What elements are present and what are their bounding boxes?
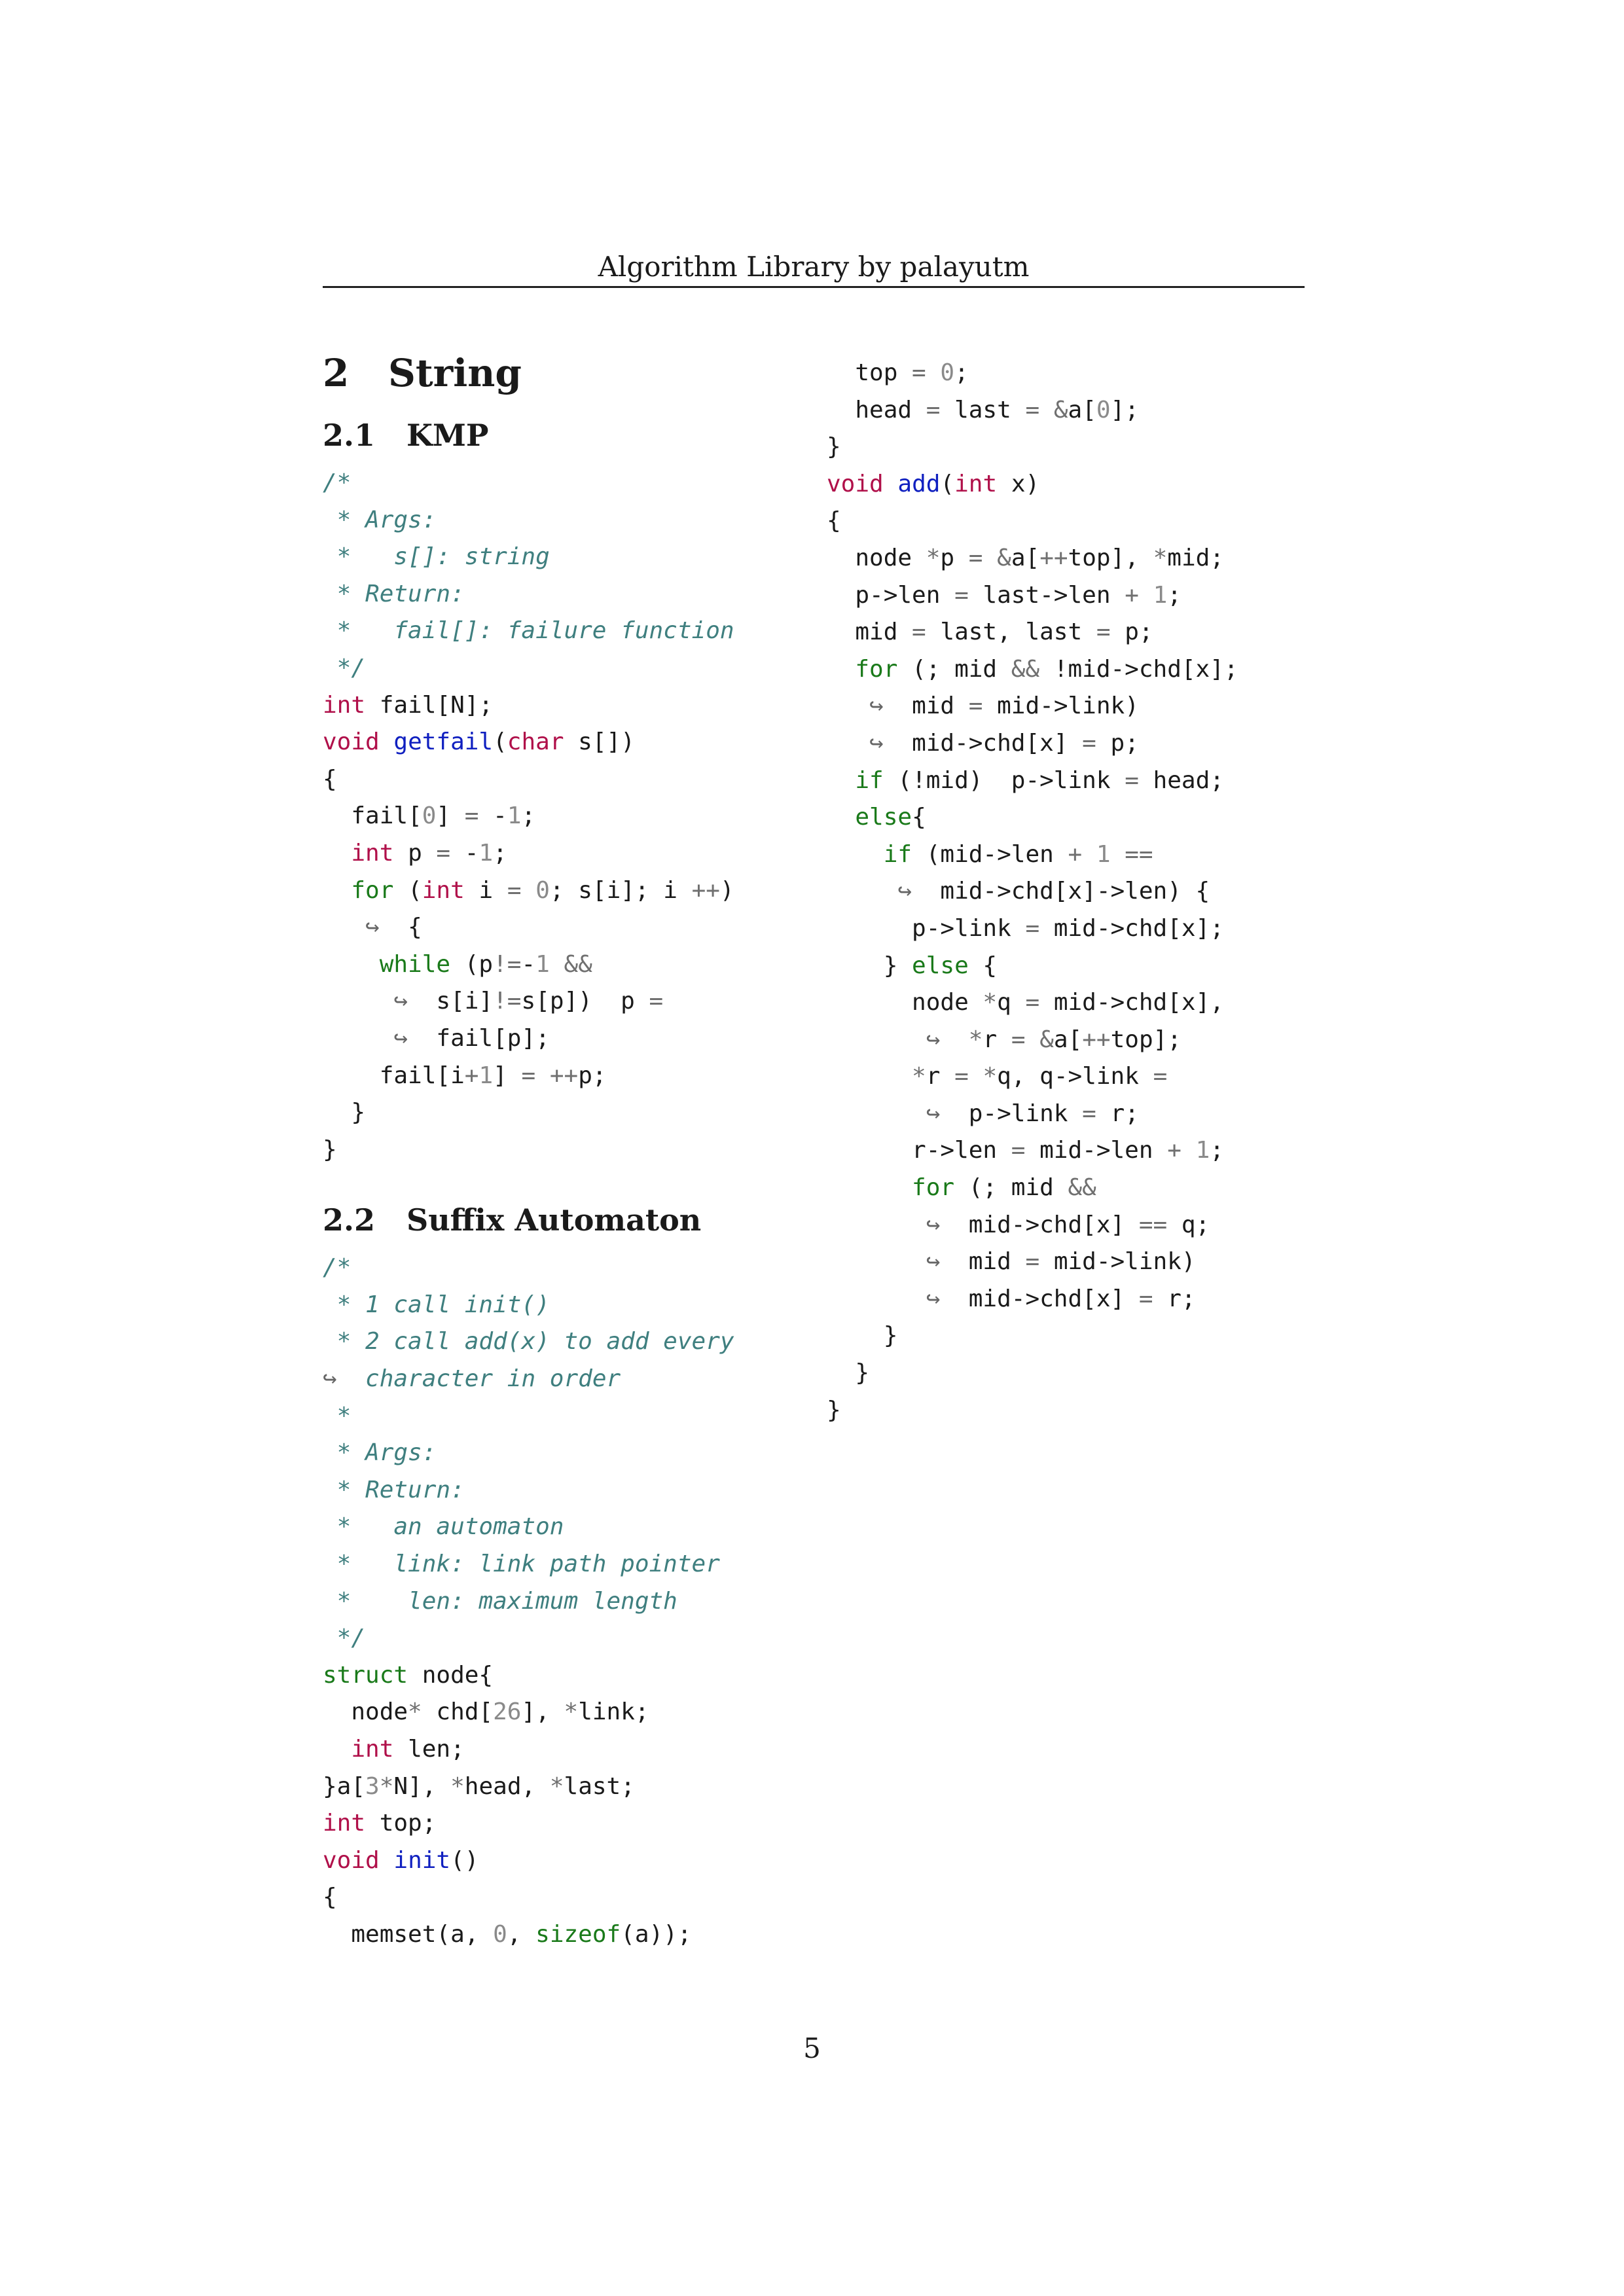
code-block-kmp: /* * Args: * s[]: string * Return: * fai… <box>323 469 734 1163</box>
section-title: String <box>388 351 522 395</box>
subsection-title: KMP <box>406 418 489 453</box>
section-heading: 2 String <box>323 340 820 406</box>
subsection-title: Suffix Automaton <box>406 1202 702 1238</box>
header-rule <box>323 286 1305 288</box>
subsection-number: 2.1 <box>323 418 376 453</box>
left-column: 2 String 2.1 KMP /* * Args: * s[]: string … <box>323 340 820 1954</box>
subsection-heading-sam: 2.2 Suffix Automaton <box>323 1191 820 1249</box>
subsection-heading-kmp: 2.1 KMP <box>323 406 820 465</box>
section-number: 2 <box>323 351 350 395</box>
running-header: Algorithm Library by palayutm <box>598 251 1030 283</box>
page-number: 5 <box>803 2032 821 2064</box>
code-block-sam-part1: /* * 1 call init() * 2 call add(x) to ad… <box>323 1254 734 1948</box>
right-column: top = 0; head = last = &a[0]; } void add… <box>827 355 1311 1429</box>
code-block-sam-part2: top = 0; head = last = &a[0]; } void add… <box>827 359 1238 1424</box>
subsection-number: 2.2 <box>323 1202 376 1238</box>
